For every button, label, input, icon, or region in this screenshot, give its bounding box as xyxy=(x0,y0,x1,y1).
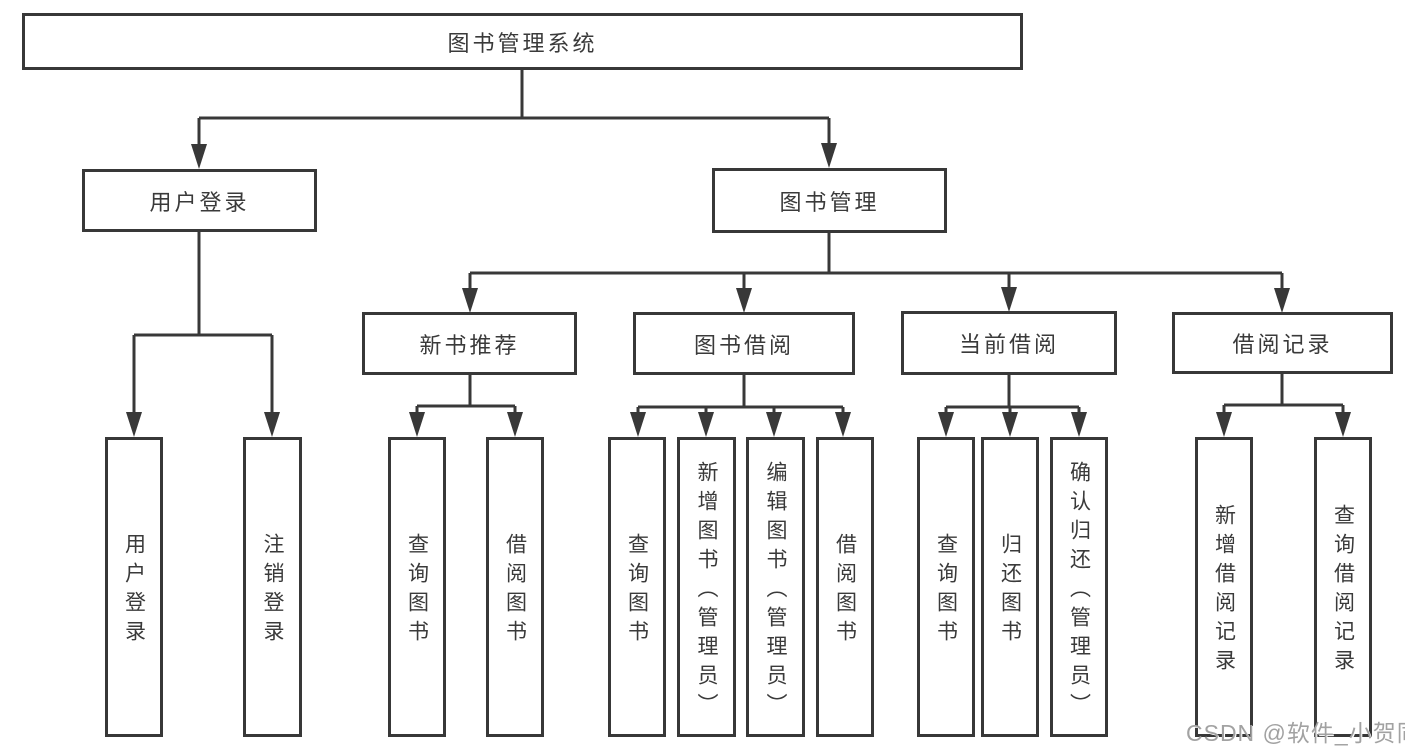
leaf-query-borrow-record-label: 查询借阅记录 xyxy=(1331,504,1355,678)
node-current-borrow: 当前借阅 xyxy=(901,311,1117,375)
leaf-borrow-books: 借阅图书 xyxy=(816,437,874,737)
node-current-borrow-label: 当前借阅 xyxy=(958,332,1059,357)
leaf-confirm-return-admin-label: 确认归还（管理员） xyxy=(1067,460,1091,722)
leaf-query-borrow-record: 查询借阅记录 xyxy=(1314,437,1372,737)
node-book-management-label: 图书管理 xyxy=(779,189,880,215)
leaf-borrow-query-books: 查询图书 xyxy=(608,437,666,737)
node-book-borrow-label: 图书借阅 xyxy=(693,332,794,358)
node-user-login-label: 用户登录 xyxy=(149,189,250,215)
leaf-current-query-books-label: 查询图书 xyxy=(934,533,958,649)
node-new-book-recommend-label: 新书推荐 xyxy=(419,332,520,358)
node-new-book-recommend: 新书推荐 xyxy=(362,312,577,375)
node-borrow-records-label: 借阅记录 xyxy=(1232,332,1333,357)
leaf-add-borrow-record: 新增借阅记录 xyxy=(1195,437,1253,737)
leaf-confirm-return-admin: 确认归还（管理员） xyxy=(1050,437,1108,737)
leaf-add-books-admin-label: 新增图书（管理员） xyxy=(695,460,718,722)
leaf-add-borrow-record-label: 新增借阅记录 xyxy=(1212,504,1236,678)
leaf-logout-label: 注销登录 xyxy=(261,533,284,649)
leaf-edit-books-admin-label: 编辑图书（管理员） xyxy=(764,460,787,722)
leaf-borrow-books-label: 借阅图书 xyxy=(833,533,857,649)
leaf-user-login: 用户登录 xyxy=(105,437,163,737)
leaf-return-books-label: 归还图书 xyxy=(998,533,1022,649)
leaf-recommend-borrow-books: 借阅图书 xyxy=(486,437,544,737)
leaf-borrow-query-books-label: 查询图书 xyxy=(625,533,649,649)
leaf-current-query-books: 查询图书 xyxy=(917,437,975,737)
node-book-borrow: 图书借阅 xyxy=(633,312,855,375)
leaf-user-login-label: 用户登录 xyxy=(122,533,146,649)
node-user-login: 用户登录 xyxy=(82,169,317,232)
csdn-watermark: CSDN @软件_小贺同学 xyxy=(1186,720,1405,746)
leaf-edit-books-admin: 编辑图书（管理员） xyxy=(746,437,805,737)
leaf-add-books-admin: 新增图书（管理员） xyxy=(677,437,736,737)
node-root: 图书管理系统 xyxy=(22,13,1023,70)
leaf-logout: 注销登录 xyxy=(243,437,302,737)
node-borrow-records: 借阅记录 xyxy=(1172,312,1393,374)
leaf-return-books: 归还图书 xyxy=(981,437,1039,737)
leaf-recommend-query-books-label: 查询图书 xyxy=(405,533,429,649)
leaf-recommend-borrow-books-label: 借阅图书 xyxy=(503,533,527,649)
node-book-management: 图书管理 xyxy=(712,168,947,233)
node-root-label: 图书管理系统 xyxy=(447,30,598,56)
leaf-recommend-query-books: 查询图书 xyxy=(388,437,446,737)
